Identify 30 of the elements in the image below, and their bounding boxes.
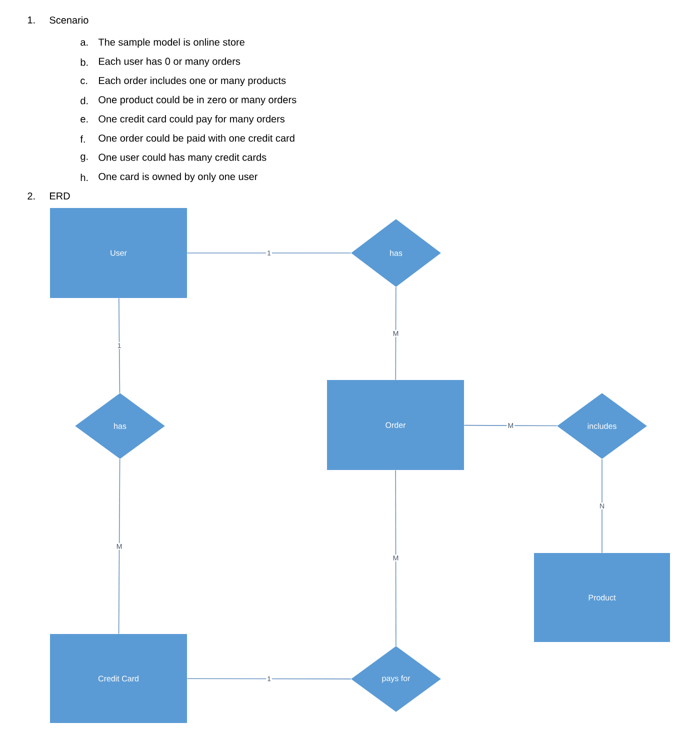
list-item: One credit card could pay for many orders bbox=[98, 115, 285, 124]
connector-line bbox=[395, 470, 396, 646]
connector-line bbox=[464, 424, 558, 426]
list-item: Each user has 0 or many orders bbox=[99, 58, 240, 67]
entity-box: User bbox=[50, 208, 187, 298]
list-marker: h. bbox=[80, 174, 88, 182]
list-marker: e. bbox=[80, 117, 88, 123]
entity-box: Product bbox=[534, 553, 670, 642]
list-item: Scenario bbox=[50, 16, 88, 24]
list-item: One product could be in zero or many orders bbox=[98, 96, 296, 106]
list-item: One user could has many credit cards bbox=[98, 154, 266, 163]
entity-box: Credit Card bbox=[50, 634, 187, 723]
list-marker: 1. bbox=[28, 16, 35, 24]
connector-line bbox=[186, 252, 352, 254]
entity-box: Order bbox=[327, 380, 464, 470]
connector-line bbox=[395, 286, 396, 380]
list-item: One card is owned by only one user bbox=[98, 172, 258, 182]
connector-line bbox=[186, 678, 352, 680]
connector-line bbox=[118, 458, 120, 634]
list-item: One order could be paid with one credit card bbox=[98, 134, 294, 144]
list-marker: g. bbox=[80, 154, 88, 162]
list-item: The sample model is online store bbox=[98, 38, 244, 48]
list-marker: a. bbox=[80, 40, 88, 46]
connector-line bbox=[118, 298, 120, 394]
list-marker: c. bbox=[80, 78, 88, 84]
list-marker: d. bbox=[80, 96, 88, 104]
list-marker: f. bbox=[80, 135, 85, 143]
list-item: Each order includes one or many products bbox=[99, 76, 286, 86]
list-marker: 2. bbox=[28, 192, 35, 200]
list-marker: b. bbox=[80, 58, 88, 66]
